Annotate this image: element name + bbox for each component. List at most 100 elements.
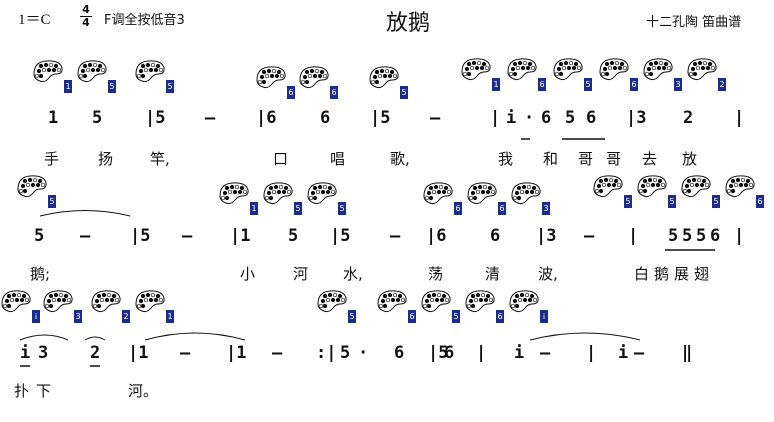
fingering-note-badge: 6 <box>287 86 295 99</box>
note: — <box>540 343 551 363</box>
ocarina-fingering <box>16 173 48 199</box>
note: 6 <box>541 108 552 128</box>
note: | <box>476 343 487 363</box>
ocarina-icon <box>681 175 711 198</box>
ocarina-fingering <box>42 288 74 314</box>
note: |1 <box>128 343 149 363</box>
ocarina-fingering <box>636 173 668 199</box>
note: 6 <box>394 343 405 363</box>
ocarina-fingering <box>262 180 294 206</box>
lyrics-line-3: 扑 下 河。 <box>0 380 774 402</box>
note: | <box>490 108 501 128</box>
fingering-note-badge: 1 <box>64 80 72 93</box>
ocarina-fingering <box>76 58 108 84</box>
lyric: 放 <box>682 150 698 168</box>
fingering-note-badge: 6 <box>630 78 638 91</box>
fingering-note-badge: 3 <box>542 202 550 215</box>
lyric: 唱 <box>330 150 346 168</box>
ocarina-icon <box>423 182 453 205</box>
ocarina-fingering <box>460 56 492 82</box>
note: i <box>20 343 31 363</box>
ocarina-fingering <box>680 173 712 199</box>
ocarina-fingering <box>466 180 498 206</box>
ocarina-icon <box>507 58 537 81</box>
lyric: 去 <box>642 150 658 168</box>
fingering-note-badge: 6 <box>496 310 504 323</box>
lyric: 扬 <box>98 150 114 168</box>
note: :| <box>316 343 337 363</box>
ocarina-icon <box>643 58 673 81</box>
ocarina-icon <box>509 290 539 313</box>
fingering-note-badge: 5 <box>108 80 116 93</box>
note: — <box>182 226 193 246</box>
ocarina-icon <box>725 175 755 198</box>
ocarina-icon <box>263 182 293 205</box>
ocarina-icon <box>369 66 399 89</box>
ocarina-icon <box>135 290 165 313</box>
note: |6 <box>256 108 277 128</box>
page-title: 放鹅 <box>386 11 431 36</box>
ocarina-fingering <box>0 288 32 314</box>
ocarina-icon <box>77 60 107 83</box>
ocarina-icon <box>599 58 629 81</box>
ocarina-icon <box>1 290 31 313</box>
ocarina-icon <box>256 66 286 89</box>
fingering-note-badge: 5 <box>338 202 346 215</box>
note: — <box>205 108 216 128</box>
ocarina-fingering <box>642 56 674 82</box>
note: 6 <box>710 226 721 246</box>
notation-line-1: 1 5 |5 — |6 6 |5 — | i · 6 5 6 |3 2 | <box>0 108 774 132</box>
lyric: 展 <box>674 265 690 283</box>
note: 5 <box>696 226 707 246</box>
ocarina-fingering <box>298 64 330 90</box>
lyric: 水, <box>343 265 363 283</box>
fingering-note-badge: 5 <box>166 80 174 93</box>
slur <box>144 332 246 341</box>
ocarina-fingering <box>90 288 122 314</box>
fingering-note-badge: 6 <box>330 86 338 99</box>
ocarina-fingering <box>508 288 540 314</box>
note: |3 <box>536 226 557 246</box>
fingering-note-badge: i <box>32 310 40 323</box>
fingering-note-badge: 5 <box>48 195 56 208</box>
note: |5 <box>130 226 151 246</box>
ocarina-icon <box>43 290 73 313</box>
note: — <box>584 226 595 246</box>
fingering-note-badge: 5 <box>668 195 676 208</box>
lyric: 我 <box>498 150 514 168</box>
ocarina-fingering <box>592 173 624 199</box>
note: 2 <box>683 108 694 128</box>
lyric: 歌, <box>390 150 410 168</box>
fingering-note-badge: i <box>540 310 548 323</box>
ocarina-icon <box>461 58 491 81</box>
note: — <box>180 343 191 363</box>
ocarina-icon <box>317 290 347 313</box>
ocarina-fingering <box>420 288 452 314</box>
ocarina-fingering <box>510 180 542 206</box>
lyric: 荡 <box>428 265 444 283</box>
fingering-note-badge: 2 <box>122 310 130 323</box>
note: | <box>734 108 745 128</box>
ocarina-fingering <box>376 288 408 314</box>
lyric: 河。 <box>128 382 159 400</box>
ocarina-fingering <box>134 288 166 314</box>
note: | <box>586 343 597 363</box>
lyrics-line-1: 手 扬 竿, 口 唱 歌, 我 和 哥 哥 去 放 <box>0 148 774 170</box>
notation-line-2: 5 — |5 — |1 5 |5 — |6 6 |3 — | 5 5 5 6 | <box>0 226 774 250</box>
note: | <box>628 226 639 246</box>
fingering-note-badge: 1 <box>166 310 174 323</box>
note: · <box>524 108 535 128</box>
fingering-note-badge: 6 <box>756 195 764 208</box>
note: i <box>618 343 629 363</box>
note: ‖ <box>682 343 693 363</box>
ocarina-fingering <box>422 180 454 206</box>
ocarina-icon <box>33 60 63 83</box>
ocarina-fingering <box>506 56 538 82</box>
lyric: 哥 <box>606 150 622 168</box>
note: — <box>634 343 645 363</box>
fingering-note-badge: 6 <box>454 202 462 215</box>
lyric: 下 <box>36 382 52 400</box>
ocarina-icon <box>593 175 623 198</box>
ocarina-icon <box>135 60 165 83</box>
note: — <box>80 226 91 246</box>
